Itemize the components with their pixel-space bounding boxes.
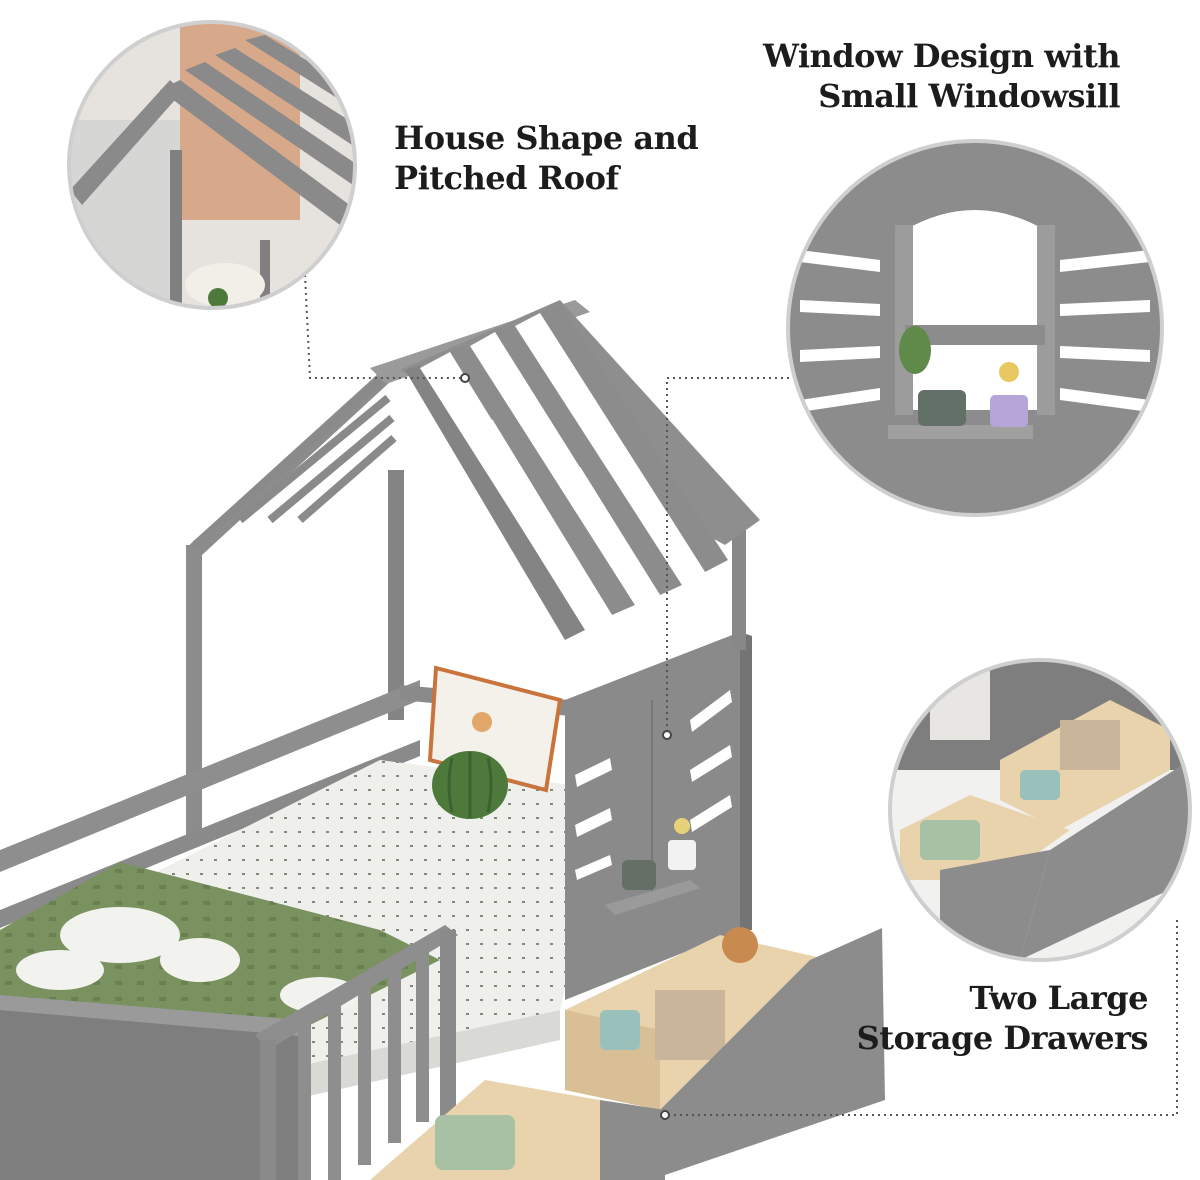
roof-left-slope [192, 377, 397, 548]
bed-post-left [186, 545, 202, 845]
footboard [255, 925, 458, 1180]
books [655, 990, 725, 1060]
detail-window-circle [786, 139, 1164, 517]
callout-roof-line2: Pitched Roof [394, 159, 619, 197]
flower-pot-detail [990, 395, 1028, 427]
drawer-front [660, 928, 885, 1175]
callout-window-line2: Small Windowsill [818, 77, 1120, 115]
storage-drawer-back [565, 927, 830, 1110]
globe-toy [722, 927, 758, 963]
window-opening [905, 230, 1045, 410]
callout-drawers: Two Large Storage Drawers [856, 978, 1149, 1058]
flower-pot [668, 840, 696, 870]
callout-roof-line1: House Shape and [394, 119, 699, 157]
window-shutter-left [895, 225, 913, 415]
callout-roof: House Shape and Pitched Roof [394, 118, 699, 198]
bed-side-panel [0, 1000, 300, 1180]
window-shutter-right [1037, 225, 1055, 415]
guard-rail-top [0, 680, 420, 872]
toy-tractor-detail [918, 390, 966, 426]
house-bed [0, 300, 885, 1180]
storage-drawer-front [370, 1080, 665, 1180]
detail-roof-circle [67, 20, 357, 310]
callout-window-line1: Window Design with [762, 37, 1121, 75]
bed-post-back [388, 470, 404, 720]
connector-window [666, 377, 795, 735]
toy-tractor [622, 860, 656, 890]
windowsill [605, 880, 700, 915]
callout-window: Window Design with Small Windowsill [762, 36, 1121, 116]
folded-clothes [435, 1115, 515, 1170]
window-slots [575, 690, 732, 880]
windowsill-shelf [888, 425, 1033, 439]
callout-connectors [304, 274, 1178, 1116]
toy-car [600, 1010, 640, 1050]
callout-drawers-line1: Two Large [969, 979, 1148, 1017]
detail-drawers-circle [888, 658, 1192, 962]
connector-roof [304, 274, 465, 379]
callout-drawers-line2: Storage Drawers [856, 1019, 1149, 1057]
blanket-flower [60, 907, 180, 963]
pillow-flower-icon [472, 712, 492, 732]
